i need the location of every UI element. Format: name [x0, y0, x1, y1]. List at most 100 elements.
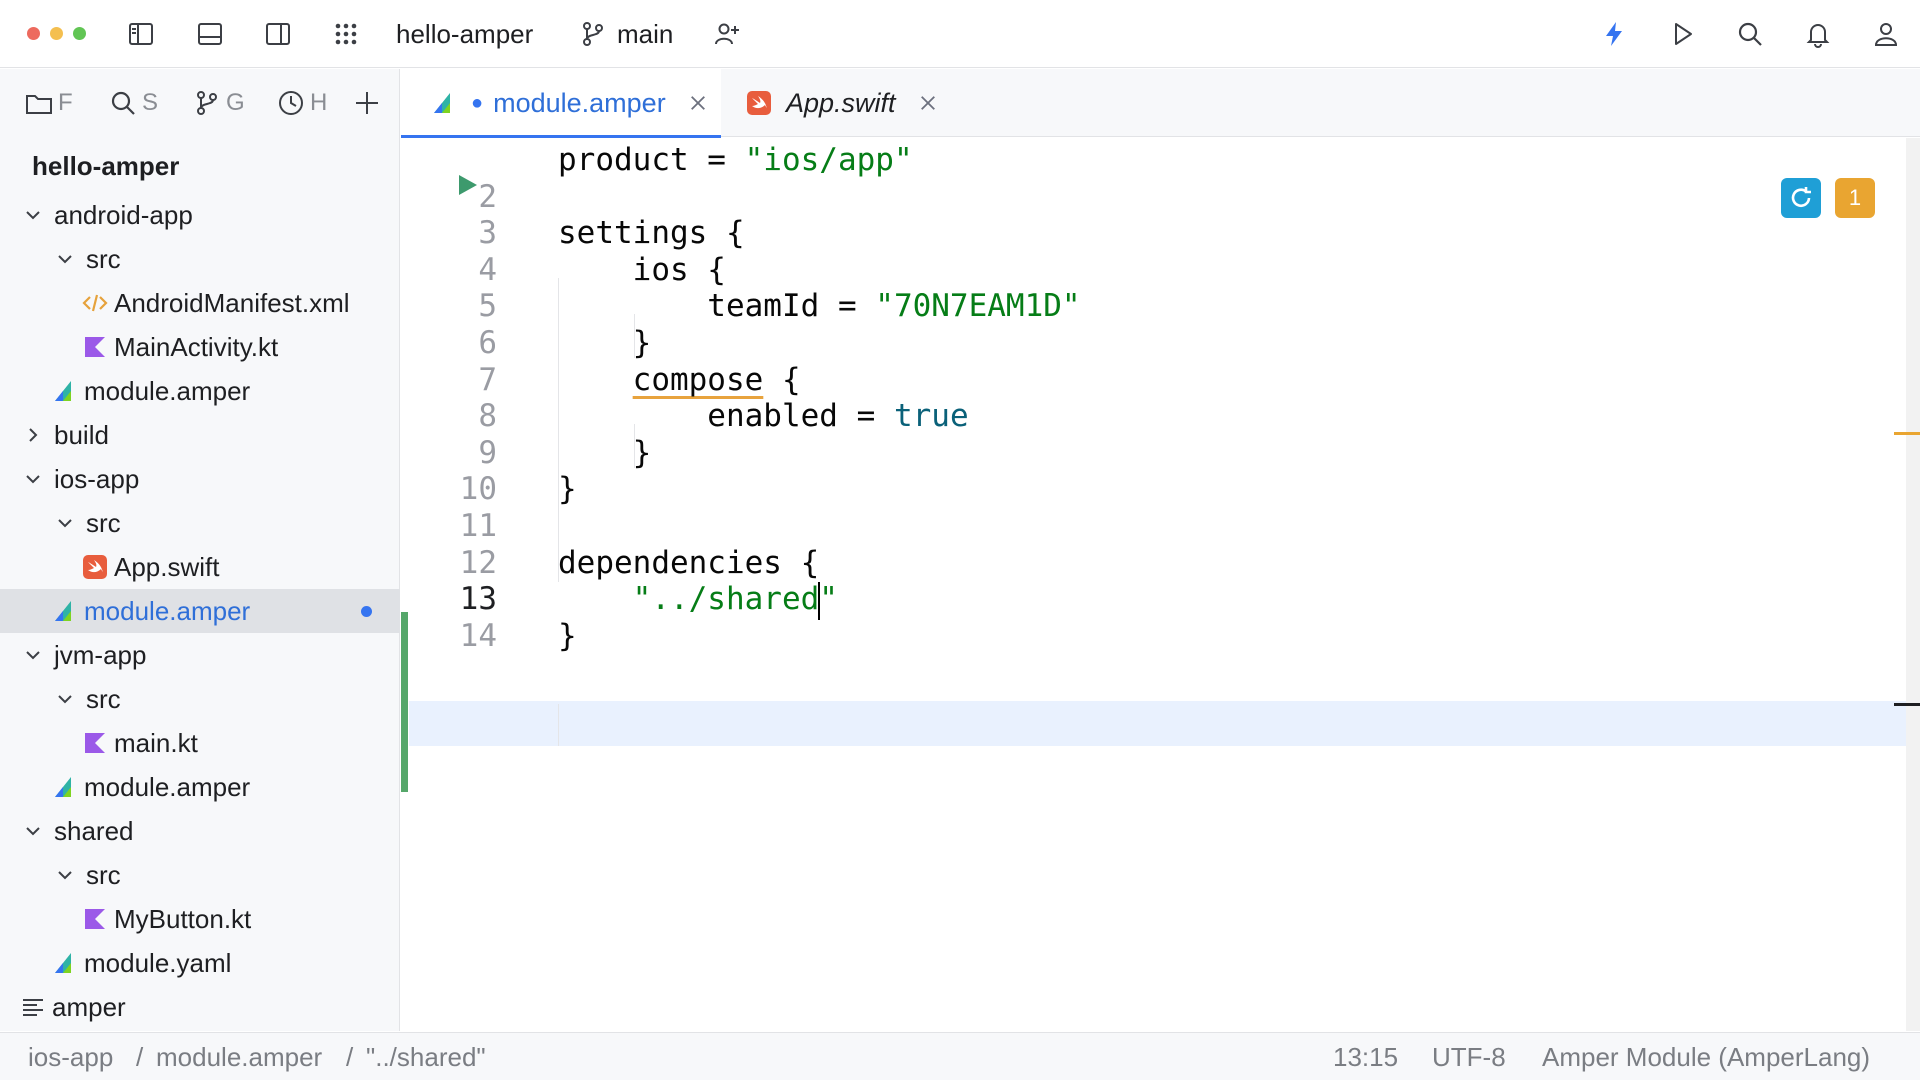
line-number[interactable]: 8: [478, 398, 497, 434]
title-bar: hello-amper main: [0, 0, 1920, 68]
vertical-scrollbar[interactable]: [1906, 138, 1920, 1031]
user-profile-icon[interactable]: [1869, 17, 1903, 51]
tree-item[interactable]: module.yaml: [0, 941, 400, 985]
tree-item[interactable]: AndroidManifest.xml: [0, 281, 400, 325]
chevron-down-icon[interactable]: [22, 468, 44, 490]
run-gutter-icon[interactable]: [457, 173, 479, 197]
breadcrumb-item[interactable]: ios-app: [28, 1042, 114, 1072]
tree-item[interactable]: MainActivity.kt: [0, 325, 400, 369]
add-user-icon[interactable]: [710, 17, 744, 51]
tree-item[interactable]: jvm-app: [0, 633, 400, 677]
line-number[interactable]: 2: [478, 179, 497, 215]
chevron-down-icon[interactable]: [22, 820, 44, 842]
line-number[interactable]: 13: [459, 581, 497, 617]
tree-item[interactable]: android-app: [0, 193, 400, 237]
tree-item-label: main.kt: [114, 727, 198, 758]
line-number[interactable]: 14: [459, 618, 497, 654]
tab-module-amper[interactable]: ● module.amper: [401, 69, 721, 138]
code-line[interactable]: 4 ios {: [401, 248, 1920, 293]
code-line[interactable]: product = "ios/app": [401, 138, 1920, 183]
code-line[interactable]: 10}: [401, 467, 1920, 512]
close-tab-icon[interactable]: [688, 93, 708, 113]
line-number[interactable]: 4: [478, 252, 497, 288]
run-icon[interactable]: [1665, 17, 1699, 51]
close-window-button[interactable]: [27, 27, 40, 40]
minimize-window-button[interactable]: [50, 27, 63, 40]
zoom-window-button[interactable]: [73, 27, 86, 40]
tree-item[interactable]: src: [0, 501, 400, 545]
tab-files-label: F: [58, 89, 73, 116]
line-number[interactable]: 3: [478, 215, 497, 251]
tree-item[interactable]: src: [0, 237, 400, 281]
reload-project-button[interactable]: [1781, 178, 1821, 218]
tree-item[interactable]: module.amper: [0, 369, 400, 413]
tab-history[interactable]: H: [276, 87, 327, 119]
caret-position[interactable]: 13:15: [1333, 1042, 1399, 1072]
line-number[interactable]: 10: [459, 471, 497, 507]
code-line[interactable]: 11: [401, 504, 1920, 549]
branch-name[interactable]: main: [617, 19, 674, 49]
file-encoding[interactable]: UTF-8: [1432, 1042, 1506, 1072]
chevron-down-icon[interactable]: [54, 248, 76, 270]
warning-scroll-marker[interactable]: [1894, 432, 1920, 435]
tree-item[interactable]: shared: [0, 809, 400, 853]
breadcrumb-item[interactable]: "../shared": [366, 1042, 486, 1072]
left-panel-toggle-icon[interactable]: [124, 17, 158, 51]
chevron-down-icon[interactable]: [22, 204, 44, 226]
tree-item[interactable]: App.swift: [0, 545, 400, 589]
indent-guide: [558, 704, 559, 746]
tree-item[interactable]: amper: [0, 985, 400, 1029]
breadcrumb-item[interactable]: module.amper: [156, 1042, 323, 1072]
search-icon[interactable]: [1733, 17, 1767, 51]
tree-item[interactable]: module.amper: [0, 765, 400, 809]
tab-app-swift[interactable]: App.swift: [746, 69, 986, 137]
file-language[interactable]: Amper Module (AmperLang): [1542, 1042, 1871, 1072]
chevron-down-icon[interactable]: [54, 688, 76, 710]
code-line[interactable]: 8 enabled = true: [401, 394, 1920, 439]
tab-add[interactable]: [352, 87, 382, 119]
line-number[interactable]: 11: [459, 508, 497, 544]
code-line[interactable]: 14}: [401, 614, 1920, 659]
tree-item[interactable]: build: [0, 413, 400, 457]
line-number[interactable]: 12: [459, 545, 497, 581]
notifications-bell-icon[interactable]: [1801, 17, 1835, 51]
chevron-down-icon[interactable]: [54, 512, 76, 534]
tree-item[interactable]: ios-app: [0, 457, 400, 501]
line-number[interactable]: 7: [478, 362, 497, 398]
lightning-icon[interactable]: [1597, 17, 1631, 51]
bottom-panel-toggle-icon[interactable]: [193, 17, 227, 51]
tree-item[interactable]: module.amper: [0, 589, 400, 633]
line-number[interactable]: 9: [478, 435, 497, 471]
line-number[interactable]: 6: [478, 325, 497, 361]
code-line[interactable]: 6 }: [401, 321, 1920, 366]
project-name[interactable]: hello-amper: [396, 19, 534, 49]
tree-item[interactable]: src: [0, 677, 400, 721]
inspection-warning-badge[interactable]: 1: [1835, 178, 1875, 218]
line-number[interactable]: 5: [478, 288, 497, 324]
code-line[interactable]: 9 }: [401, 431, 1920, 476]
chevron-right-icon[interactable]: [22, 424, 44, 446]
chevron-down-icon[interactable]: [54, 864, 76, 886]
tab-files[interactable]: F: [24, 87, 73, 119]
tree-item-label: module.amper: [84, 375, 251, 406]
code-line[interactable]: 13 "../shared": [401, 577, 1920, 622]
tab-git[interactable]: G: [192, 87, 245, 119]
vcs-change-marker[interactable]: [401, 612, 408, 792]
apps-grid-icon[interactable]: [329, 17, 363, 51]
chevron-down-icon[interactable]: [22, 644, 44, 666]
close-tab-icon[interactable]: [918, 93, 938, 113]
tab-search[interactable]: S: [108, 87, 158, 119]
code-line[interactable]: 7 compose {: [401, 358, 1920, 403]
code-line[interactable]: 5 teamId = "70N7EAM1D": [401, 284, 1920, 329]
swift-icon: [747, 91, 771, 115]
right-panel-toggle-icon[interactable]: [261, 17, 295, 51]
tree-item-label: module.amper: [84, 595, 251, 626]
project-root-label[interactable]: hello-amper: [32, 151, 180, 181]
tree-item[interactable]: src: [0, 853, 400, 897]
tree-item[interactable]: main.kt: [0, 721, 400, 765]
code-line[interactable]: 2: [401, 175, 1920, 220]
tree-item[interactable]: MyButton.kt: [0, 897, 400, 941]
